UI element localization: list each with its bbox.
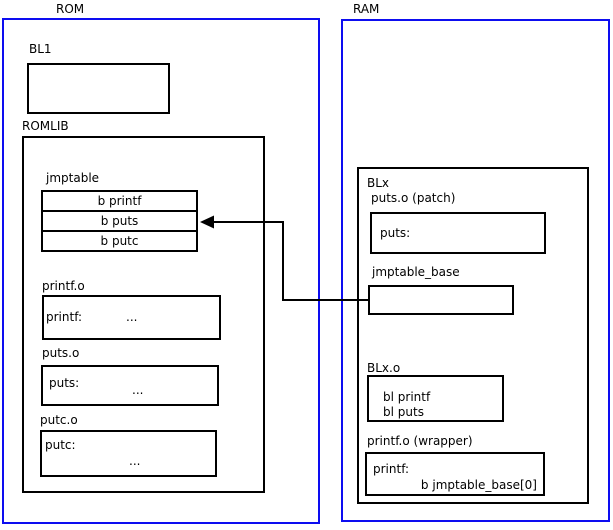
puts-body-ellipsis: ... <box>132 383 144 397</box>
bl1-box <box>27 63 170 114</box>
jmptable-base-label: jmptable_base <box>372 265 460 279</box>
blx-label: BLx <box>367 176 390 190</box>
puts-o-box: puts: ... <box>41 365 219 406</box>
blx-o-line-bl-puts: bl puts <box>383 405 424 419</box>
printf-wrapper-label: printf.o (wrapper) <box>367 434 473 448</box>
puts-symbol: puts: <box>49 376 80 390</box>
putc-o-label: putc.o <box>40 413 78 427</box>
jmptable-entry-putc: b putc <box>41 230 198 252</box>
putc-o-box: putc: ... <box>40 430 217 477</box>
putc-symbol: putc: <box>45 438 76 452</box>
romlib-label: ROMLIB <box>22 119 69 133</box>
printf-wrapper-branch: b jmptable_base[0] <box>420 478 537 492</box>
jmptable-base-box <box>368 285 514 315</box>
ram-region-label: RAM <box>353 2 380 16</box>
printf-body-ellipsis: ... <box>126 310 138 324</box>
puts-patch-symbol: puts: <box>380 226 411 240</box>
rom-region-label: ROM <box>56 2 85 16</box>
blx-o-label: BLx.o <box>367 361 401 375</box>
printf-o-label: printf.o <box>42 279 85 293</box>
bl1-label: BL1 <box>29 42 52 56</box>
putc-body-ellipsis: ... <box>129 454 141 468</box>
jmptable-label: jmptable <box>46 171 100 185</box>
printf-wrapper-symbol: printf: <box>373 462 410 476</box>
blx-o-line-bl-printf: bl printf <box>383 390 431 404</box>
blx-o-box: bl printf bl puts <box>367 375 504 422</box>
printf-symbol: printf: <box>46 310 83 324</box>
jmptable-rows: b printf b puts b putc <box>41 190 198 252</box>
jmptable-entry-puts: b puts <box>41 210 198 232</box>
printf-o-box: printf: ... <box>42 295 221 340</box>
puts-patch-label: puts.o (patch) <box>371 191 456 205</box>
puts-patch-box: puts: <box>370 212 546 254</box>
printf-wrapper-box: printf: b jmptable_base[0] <box>365 452 545 496</box>
jmptable-entry-printf: b printf <box>41 190 198 212</box>
puts-o-label: puts.o <box>42 346 80 360</box>
